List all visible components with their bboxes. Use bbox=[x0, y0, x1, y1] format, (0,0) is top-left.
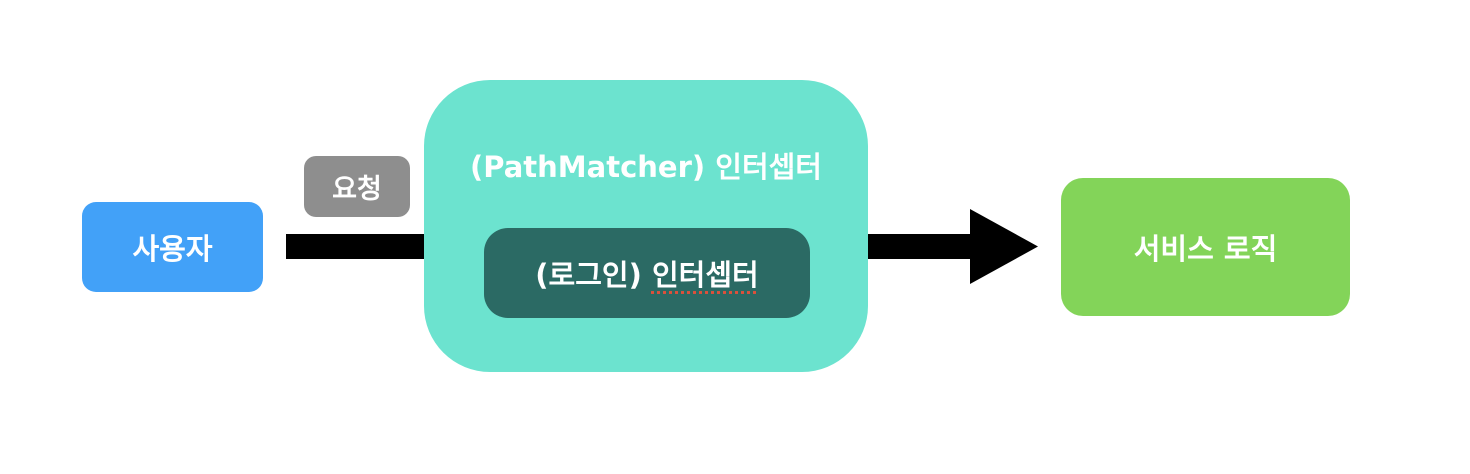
response-connector-line bbox=[866, 234, 974, 259]
user-node: 사용자 bbox=[82, 202, 263, 292]
pathmatcher-interceptor-node: (PathMatcher) 인터셉터 (로그인) 인터셉터 bbox=[424, 80, 868, 372]
pathmatcher-interceptor-label: (PathMatcher) 인터셉터 bbox=[470, 150, 822, 184]
request-badge: 요청 bbox=[304, 156, 410, 217]
service-logic-label: 서비스 로직 bbox=[1133, 232, 1278, 266]
arrow-head-icon bbox=[970, 209, 1038, 284]
login-interceptor-label: (로그인) 인터셉터 bbox=[535, 258, 759, 292]
user-label: 사용자 bbox=[132, 232, 213, 266]
service-logic-node: 서비스 로직 bbox=[1061, 178, 1350, 316]
request-connector-line bbox=[286, 234, 426, 259]
login-interceptor-node: (로그인) 인터셉터 bbox=[484, 228, 810, 318]
request-label: 요청 bbox=[332, 174, 382, 205]
